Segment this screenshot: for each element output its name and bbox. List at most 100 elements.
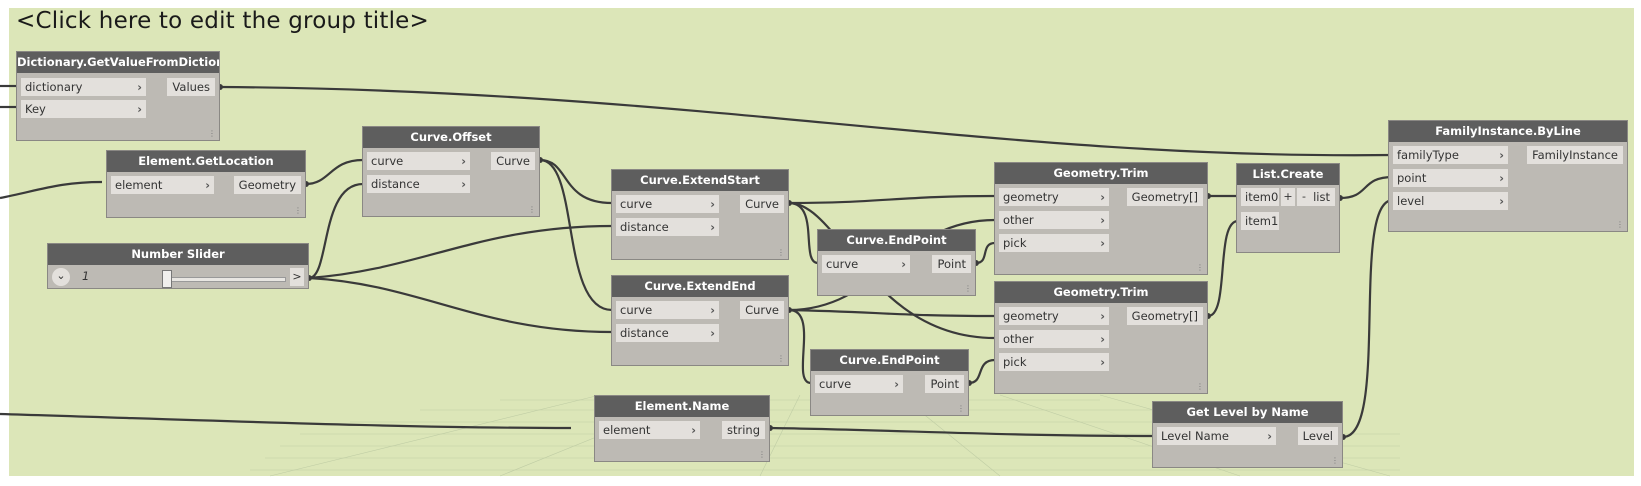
port-point[interactable]: point › [1393, 169, 1508, 187]
node-curve-endpoint[interactable]: Curve.EndPoint curve› Point ⋮ [810, 349, 969, 416]
group-title[interactable]: <Click here to edit the group title> [16, 8, 430, 34]
node-curve-endpoint[interactable]: Curve.EndPoint curve› Point ⋮ [817, 229, 976, 296]
port-label: element [115, 178, 163, 192]
resize-grip-icon[interactable]: ⋮ [294, 206, 302, 215]
node-get-level-by-name[interactable]: Get Level by Name Level Name› Level ⋮ [1152, 401, 1343, 468]
port-geometry[interactable]: geometry› [999, 188, 1109, 206]
chevron-right-icon: › [461, 154, 466, 168]
port-list[interactable]: list [1308, 188, 1335, 206]
slider-expand-button[interactable]: ⌄ [52, 268, 70, 286]
port-curve[interactable]: curve› [815, 375, 903, 393]
slider-thumb[interactable] [162, 270, 172, 288]
node-title: Curve.ExtendStart [612, 170, 788, 191]
port-element[interactable]: element › [599, 421, 700, 439]
port-familyinstance[interactable]: FamilyInstance [1527, 146, 1623, 164]
node-geometry-trim[interactable]: Geometry.Trim geometry › other› pick› Geo… [994, 281, 1208, 394]
resize-grip-icon[interactable]: ⋮ [1331, 456, 1339, 465]
resize-grip-icon[interactable]: ⋮ [1616, 220, 1624, 229]
port-distance[interactable]: distance› [367, 175, 470, 193]
port-curve-out[interactable]: Curve [491, 152, 535, 170]
port-label: point [1397, 171, 1427, 185]
resize-grip-icon[interactable]: ⋮ [528, 205, 536, 214]
chevron-right-icon: › [894, 377, 899, 391]
port-label: curve [371, 154, 404, 168]
resize-grip-icon[interactable]: ⋮ [1196, 263, 1204, 272]
port-item0[interactable]: item0 [1241, 188, 1279, 206]
port-pick[interactable]: pick› [999, 234, 1109, 252]
port-key[interactable]: Key› [21, 100, 146, 118]
port-label: curve [620, 197, 653, 211]
node-title: Dictionary.GetValueFromDictionary [17, 52, 219, 73]
add-input-button[interactable]: + [1281, 188, 1295, 206]
port-label: item0 [1245, 190, 1279, 204]
port-geometry-array[interactable]: Geometry[] [1126, 188, 1203, 206]
node-geometry-trim[interactable]: Geometry.Trim geometry› other› pick› Geo… [994, 162, 1208, 275]
port-point[interactable]: Point [932, 255, 971, 273]
port-label: geometry [1003, 309, 1059, 323]
port-curve[interactable]: curve› [616, 195, 719, 213]
port-geometry[interactable]: Geometry [233, 176, 301, 194]
chevron-right-icon: › [691, 423, 696, 437]
port-level-out[interactable]: Level [1297, 427, 1338, 445]
node-familyinstance-byline[interactable]: FamilyInstance.ByLine familyType› point›… [1388, 120, 1628, 232]
chevron-right-icon: › [710, 303, 715, 317]
slider-next-button[interactable]: > [290, 268, 304, 286]
node-curve-extendend[interactable]: Curve.ExtendEnd curve› distance› Curve ⋮ [611, 275, 789, 366]
node-title: Geometry.Trim [995, 163, 1207, 184]
remove-input-button[interactable]: - [1297, 188, 1311, 206]
port-curve-out[interactable]: Curve [740, 301, 784, 319]
port-curve-out[interactable]: Curve [740, 195, 784, 213]
resize-grip-icon[interactable]: ⋮ [964, 284, 972, 293]
node-title: List.Create [1237, 164, 1339, 185]
port-element[interactable]: element › [111, 176, 214, 194]
node-title: Number Slider [48, 244, 308, 265]
port-point[interactable]: Point [925, 375, 964, 393]
port-curve[interactable]: curve › [367, 152, 470, 170]
port-label: distance [620, 220, 669, 234]
port-curve[interactable]: curve› [616, 301, 719, 319]
resize-grip-icon[interactable]: ⋮ [777, 354, 785, 363]
chevron-right-icon: › [1100, 332, 1105, 346]
chevron-right-icon: › [205, 178, 210, 192]
port-values[interactable]: Values [167, 78, 215, 96]
port-string[interactable]: string [721, 421, 765, 439]
port-level-name[interactable]: Level Name› [1157, 427, 1276, 445]
node-title: Geometry.Trim [995, 282, 1207, 303]
node-curve-offset[interactable]: Curve.Offset curve› distance› Curve ⋮ [362, 126, 540, 217]
port-label: pick [1003, 236, 1027, 250]
node-number-slider[interactable]: Number Slider ⌄ 1 > [47, 243, 309, 289]
resize-grip-icon[interactable]: ⋮ [777, 248, 785, 257]
chevron-right-icon: › [1499, 171, 1504, 185]
port-pick[interactable]: pick› [999, 353, 1109, 371]
port-other[interactable]: other› [999, 211, 1109, 229]
port-curve[interactable]: curve› [822, 255, 910, 273]
node-element-name[interactable]: Element.Name element› string ⋮ [594, 395, 770, 462]
port-dictionary[interactable]: dictionary› [21, 78, 146, 96]
resize-grip-icon[interactable]: ⋮ [957, 404, 965, 413]
port-distance[interactable]: distance› [616, 218, 719, 236]
chevron-right-icon: › [137, 102, 142, 116]
node-dictionary-getvaluefromdictionary[interactable]: Dictionary.GetValueFromDictionary dictio… [16, 51, 220, 141]
chevron-right-icon: › [1499, 194, 1504, 208]
port-familytype[interactable]: familyType› [1393, 146, 1508, 164]
resize-grip-icon[interactable]: ⋮ [758, 450, 766, 459]
node-curve-extendstart[interactable]: Curve.ExtendStart curve› distance› Curve… [611, 169, 789, 260]
node-list-create[interactable]: List.Create item0 item1 + - list [1236, 163, 1340, 253]
slider-value[interactable]: 1 [82, 269, 90, 283]
port-label: element [603, 423, 651, 437]
slider-track[interactable] [162, 277, 286, 282]
port-label: curve [826, 257, 859, 271]
port-distance[interactable]: distance› [616, 324, 719, 342]
resize-grip-icon[interactable]: ⋮ [1196, 382, 1204, 391]
port-geometry[interactable]: geometry › [999, 307, 1109, 325]
port-other[interactable]: other› [999, 330, 1109, 348]
port-level[interactable]: level› [1393, 192, 1508, 210]
chevron-right-icon: › [1100, 309, 1105, 323]
chevron-right-icon: › [1100, 355, 1105, 369]
node-element-getlocation[interactable]: Element.GetLocation element› Geometry ⋮ [106, 150, 306, 218]
port-label: distance [371, 177, 420, 191]
port-geometry-array[interactable]: Geometry[] [1126, 307, 1203, 325]
resize-grip-icon[interactable]: ⋮ [208, 129, 216, 138]
port-item1[interactable]: item1 [1241, 212, 1279, 230]
